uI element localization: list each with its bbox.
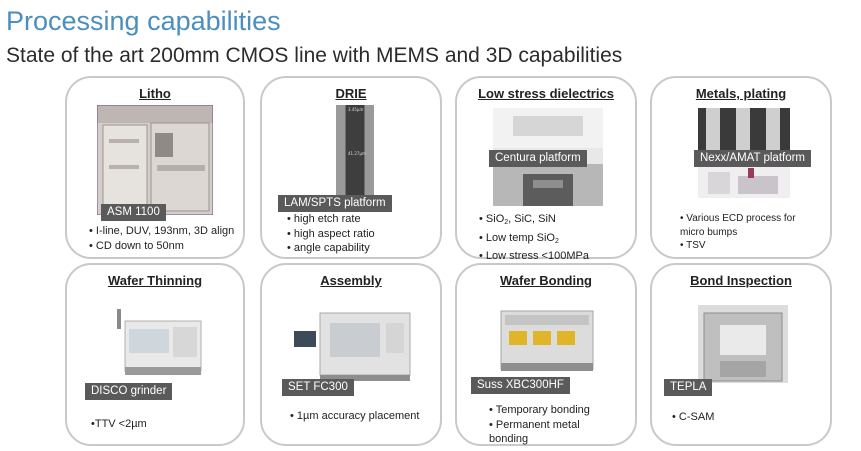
- equipment-label: TEPLA: [664, 379, 713, 396]
- plating-tool-image: [698, 166, 790, 198]
- card-title: DRIE: [335, 86, 367, 101]
- bullet-item: • Low stress <100MPa: [479, 250, 589, 262]
- equipment-label: DISCO grinder: [85, 383, 173, 400]
- bullet-item: • 1µm accuracy placement: [290, 410, 420, 422]
- bullet-item: • angle capability: [287, 242, 370, 254]
- bullet-item: • Various ECD process for: [680, 213, 796, 224]
- bullet-list: • 1µm accuracy placement: [290, 409, 419, 424]
- bullet-item: • Temporary bonding: [489, 404, 590, 416]
- csam-tool-image: [698, 305, 788, 383]
- equipment-label: ASM 1100: [101, 204, 166, 221]
- bullet-list: • Temporary bonding • Permanent metal bo…: [489, 403, 590, 447]
- equipment-label: Nexx/AMAT platform: [694, 150, 812, 167]
- card-assembly: Assembly SET FC300 • 1µm accuracy placem…: [260, 263, 442, 446]
- bullet-item: • SiO2, SiC, SiN: [479, 213, 556, 226]
- svg-text:41.27µm: 41.27µm: [348, 151, 366, 156]
- card-drie: DRIE 3.45µm 41.27µm LAM/SPTS platform • …: [260, 76, 442, 259]
- wafer-bonder-image: [491, 301, 603, 379]
- bullet-list: • Various ECD process for micro bumps • …: [680, 212, 796, 253]
- bullet-item: • TSV: [680, 240, 706, 251]
- bullet-item: • Permanent metal: [489, 418, 580, 431]
- bullet-list: • C-SAM: [672, 410, 714, 425]
- page-subtitle: State of the art 200mm CMOS line with ME…: [6, 44, 623, 67]
- card-thinning: Wafer Thinning DISCO grinder •TTV <2µm: [65, 263, 245, 446]
- bullet-list: • I-line, DUV, 193nm, 3D align • CD down…: [89, 224, 234, 253]
- card-title: Wafer Thinning: [107, 273, 203, 288]
- page-title: Processing capabilities: [6, 6, 281, 36]
- equipment-label: SET FC300: [282, 379, 354, 396]
- flip-chip-bonder-image: [290, 305, 420, 387]
- card-inspection: Bond Inspection TEPLA • C-SAM: [650, 263, 832, 446]
- equipment-label: Suss XBC300HF: [471, 377, 570, 394]
- plating-bumps-image: [698, 108, 790, 150]
- svg-text:3.45µm: 3.45µm: [348, 107, 363, 112]
- bullet-item: • high etch rate: [287, 213, 361, 225]
- card-title: Litho: [139, 86, 171, 101]
- bullet-list: • SiO2, SiC, SiN • Low temp SiO2 • Low s…: [479, 212, 589, 264]
- card-title: Metals, plating: [695, 86, 787, 101]
- bullet-item: • Low temp SiO2: [479, 231, 559, 245]
- bullet-item: • CD down to 50nm: [89, 239, 184, 252]
- litho-equipment-image: [97, 105, 213, 215]
- bullet-item: • high aspect ratio: [287, 227, 375, 240]
- card-metals: Metals, plating Nexx/AMAT platform • Var…: [650, 76, 832, 259]
- card-title: Assembly: [320, 273, 382, 288]
- bullet-list: •TTV <2µm: [91, 417, 147, 432]
- centura-tool-image: [493, 108, 603, 206]
- card-title: Bond Inspection: [690, 273, 792, 288]
- bullet-item: bonding: [489, 433, 529, 445]
- equipment-label: Centura platform: [489, 150, 587, 167]
- bullet-item: • C-SAM: [672, 411, 715, 423]
- grinder-image: [111, 305, 211, 385]
- card-title: Low stress dielectrics: [478, 86, 614, 101]
- bullet-list: • high etch rate • high aspect ratio • a…: [287, 212, 375, 256]
- bullet-item: • I-line, DUV, 193nm, 3D align: [89, 225, 235, 237]
- card-bonding: Wafer Bonding Suss XBC300HF • Temporary …: [455, 263, 637, 446]
- card-title: Wafer Bonding: [500, 273, 592, 288]
- equipment-label: LAM/SPTS platform: [278, 195, 392, 212]
- card-litho: Litho ASM 1100 • I-line, DUV, 193nm, 3D …: [65, 76, 245, 259]
- bullet-item: •TTV <2µm: [91, 418, 147, 430]
- bullet-item: micro bumps: [680, 226, 738, 238]
- card-dielectrics: Low stress dielectrics Centura platform …: [455, 76, 637, 262]
- sem-trench-image: 3.45µm 41.27µm: [336, 105, 374, 205]
